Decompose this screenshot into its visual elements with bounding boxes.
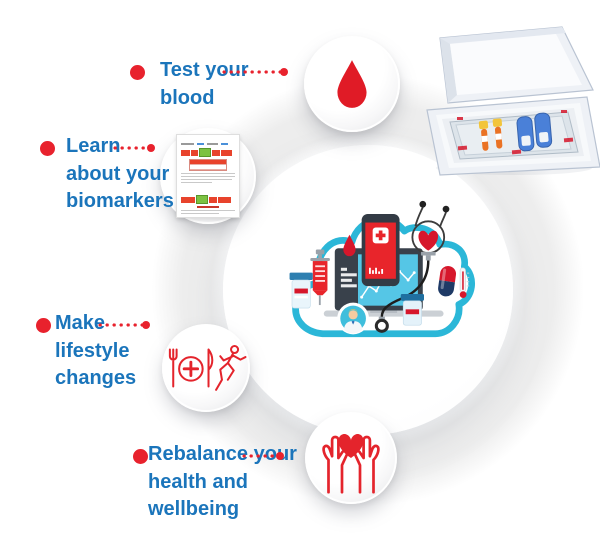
health-cloud-illustration (289, 200, 475, 338)
stethoscope-heart-icon (374, 200, 450, 333)
step-bullet (36, 318, 51, 333)
step-label-biomarkers: Learn about your biomarkers (66, 135, 174, 213)
step-bullet (130, 65, 145, 80)
pill-jar-icon (400, 294, 424, 326)
lancet-devices (516, 112, 553, 152)
thermometer-icon (459, 267, 470, 299)
dotted-connector (242, 452, 284, 460)
step-circle-biomarkers (160, 128, 256, 224)
step-circle-test-blood (304, 36, 400, 132)
phone-icon (361, 214, 400, 287)
step-bullet (133, 449, 148, 464)
step-label-rebalance: Rebalance your health and wellbeing (148, 443, 297, 521)
blood-test-kit-photo (426, 26, 600, 176)
capsule-icon (438, 266, 456, 297)
diet-and-exercise-icon (168, 344, 247, 391)
step-circle-rebalance (305, 412, 397, 504)
center-circle (223, 145, 513, 435)
small-blood-drop-icon (343, 234, 356, 257)
medicine-jar-icon (289, 272, 313, 309)
sample-tubes (478, 118, 503, 151)
hands-holding-heart-icon (322, 434, 380, 494)
step-circle-lifestyle (162, 324, 250, 412)
dotted-connector (113, 144, 155, 152)
step-label-lifestyle: Make lifestyle changes (55, 312, 137, 390)
step-bullet (40, 141, 55, 156)
blood-drop-icon (337, 60, 367, 108)
biomarker-report-icon (176, 134, 240, 218)
dotted-connector (98, 321, 150, 329)
dotted-connector (222, 68, 288, 76)
syringe-icon (310, 249, 330, 306)
step-label-test-blood: Test your blood (160, 59, 249, 109)
doctor-avatar (337, 302, 369, 335)
